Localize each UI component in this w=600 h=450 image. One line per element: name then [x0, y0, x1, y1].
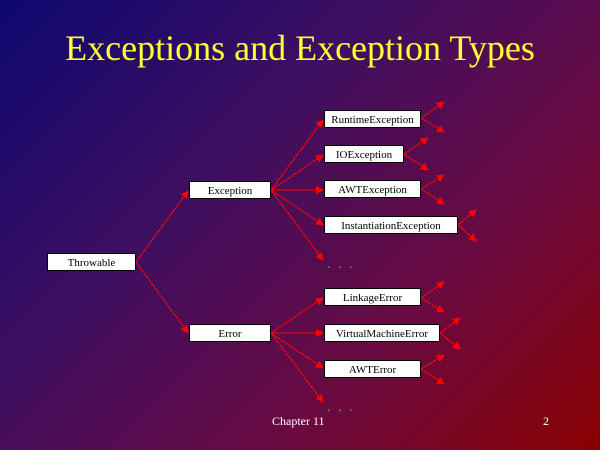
error-more-ellipsis: . . . — [327, 400, 355, 415]
node-virtual-machine-error: VirtualMachineError — [324, 324, 440, 342]
arrow-exception-io — [270, 154, 324, 191]
arrow-throwable-error — [135, 261, 189, 334]
arrow-error-linkage — [270, 297, 324, 334]
arrow-io-down — [403, 153, 429, 171]
arrow-exception-more — [270, 189, 324, 261]
arrow-vm-down — [439, 332, 461, 350]
arrow-throwable-exception — [135, 190, 189, 263]
arrow-awt-up — [420, 174, 445, 190]
node-linkage-error: LinkageError — [324, 288, 421, 306]
arrow-awterror-up — [420, 354, 445, 370]
arrow-exception-instantiation — [270, 189, 324, 226]
node-io-exception: IOException — [324, 145, 404, 163]
arrow-runtime-down — [420, 117, 445, 133]
arrow-exception-runtime — [270, 119, 324, 191]
node-exception: Exception — [189, 181, 271, 199]
footer-page-number: 2 — [543, 414, 549, 428]
arrow-linkage-down — [420, 297, 445, 313]
node-runtime-exception: RuntimeException — [324, 110, 421, 128]
footer-chapter: Chapter 11 — [272, 414, 325, 428]
node-instantiation-exception: InstantiationException — [324, 216, 458, 234]
arrow-instantiation-up — [457, 209, 477, 226]
arrow-runtime-up — [420, 101, 445, 119]
node-throwable: Throwable — [47, 253, 136, 271]
node-error: Error — [189, 324, 271, 342]
arrow-io-up — [403, 137, 429, 155]
arrow-instantiation-down — [457, 224, 477, 242]
arrow-awterror-down — [420, 368, 445, 385]
slide-title: Exceptions and Exception Types — [65, 28, 535, 68]
arrow-awt-down — [420, 188, 445, 205]
arrow-linkage-up — [420, 281, 445, 299]
arrow-vm-up — [439, 317, 461, 334]
arrow-error-more — [270, 332, 324, 403]
exception-more-ellipsis: . . . — [327, 257, 355, 272]
node-awt-exception: AWTException — [324, 180, 421, 198]
node-awt-error: AWTError — [324, 360, 421, 378]
arrow-error-awterror — [270, 332, 324, 369]
